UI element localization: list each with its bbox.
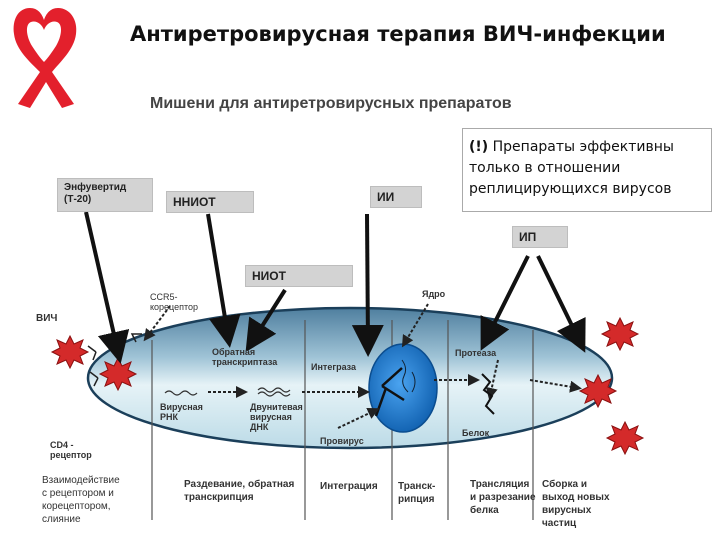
note-box: (!) Препараты эффективны только в отноше…	[462, 128, 712, 212]
nrti-tag: НИОТ	[245, 265, 353, 287]
stage-transcription-l1: Транск-	[398, 481, 436, 492]
nucleus-label: Ядро	[422, 289, 446, 299]
slide-title: Антиретровирусная терапия ВИЧ-инфекции	[130, 22, 666, 46]
provirus-label: Провирус	[320, 436, 364, 446]
stage-uncoating-l1: Раздевание, обратная	[184, 479, 295, 490]
reverse-transcriptase-label: Обратная транскриптаза	[212, 347, 277, 367]
stage-assembly-l2: выход новых	[542, 492, 610, 503]
viral-rna-line1: Вирусная	[160, 402, 203, 412]
integrase-label: Интеграза	[311, 362, 357, 372]
ii-tag: ИИ	[370, 186, 422, 208]
enfuvirtide-tag: Энфувертид (Т-20)	[57, 178, 153, 212]
cd4-label-line1: CD4 -	[50, 440, 74, 450]
dsdna-line3: ДНК	[250, 422, 269, 432]
stage-fusion-l4: слияние	[42, 514, 81, 525]
hiv-label: ВИЧ	[36, 313, 58, 324]
rt-line2: транскриптаза	[212, 357, 278, 367]
cd4-receptor-shape	[87, 345, 99, 387]
ccr5-label-line2: корецептор	[150, 302, 199, 312]
stage-fusion-l1: Взаимодействие	[42, 475, 120, 486]
stage-transcription-l2: рипция	[398, 494, 435, 505]
ccr5-label: CCR5- корецептор	[150, 292, 198, 312]
ccr5-receptor-shape	[130, 333, 142, 343]
stage-fusion: Взаимодействие с рецептором и корецептор…	[42, 474, 120, 526]
cd4-label-line2: рецептор	[50, 450, 92, 460]
stage-integration: Интеграция	[320, 480, 378, 493]
stage-uncoating-l2: транскрипция	[184, 492, 254, 503]
stage-uncoating: Раздевание, обратная транскрипция	[184, 478, 294, 504]
dna-strand	[257, 387, 291, 397]
enfuvirtide-name: Энфувертид	[64, 182, 127, 193]
enfuvirtide-code: (Т-20)	[64, 194, 92, 205]
stage-translation-l2: и разрезание	[470, 492, 536, 503]
stage-translation: Трансляция и разрезание белка	[470, 478, 536, 517]
ip-tag: ИП	[512, 226, 568, 248]
note-text: Препараты эффективны только в отношении …	[469, 139, 674, 197]
dsdna-line2: вирусная	[250, 412, 292, 422]
protein-label: Белок	[462, 428, 490, 438]
process-arrows	[143, 303, 582, 429]
cd4-label: CD4 - рецептор	[50, 440, 92, 460]
note-mark: (!)	[469, 139, 489, 155]
stage-assembly-l4: частиц	[542, 518, 577, 529]
protease-label: Протеаза	[455, 348, 497, 358]
stage-assembly-l1: Сборка и	[542, 479, 587, 490]
virus-particles	[50, 316, 645, 456]
dsdna-line1: Двунитевая	[250, 402, 303, 412]
dsdna-label: Двунитевая вирусная ДНК	[250, 402, 303, 432]
nucleus	[368, 343, 438, 433]
ccr5-label-line1: CCR5-	[150, 292, 178, 302]
stage-transcription: Транск- рипция	[398, 480, 435, 506]
viral-rna-line2: РНК	[160, 412, 178, 422]
stage-integration-l1: Интеграция	[320, 481, 378, 492]
viral-rna-label: Вирусная РНК	[160, 402, 203, 422]
stage-assembly-l3: вирусных	[542, 505, 592, 516]
viral-rna-strand	[164, 390, 198, 396]
protein-chain	[481, 373, 495, 415]
diagram-subtitle: Мишени для антиретровирусных препаратов	[150, 95, 512, 112]
stage-translation-l1: Трансляция	[470, 479, 530, 490]
rt-line1: Обратная	[212, 347, 256, 357]
drug-arrows	[84, 211, 586, 364]
nnrti-tag: ННИОТ	[166, 191, 254, 213]
stage-fusion-l3: корецептором,	[42, 501, 111, 512]
stage-translation-l3: белка	[470, 505, 499, 516]
stage-fusion-l2: с рецептором и	[42, 488, 114, 499]
stage-assembly: Сборка и выход новых вирусных частиц	[542, 478, 610, 530]
